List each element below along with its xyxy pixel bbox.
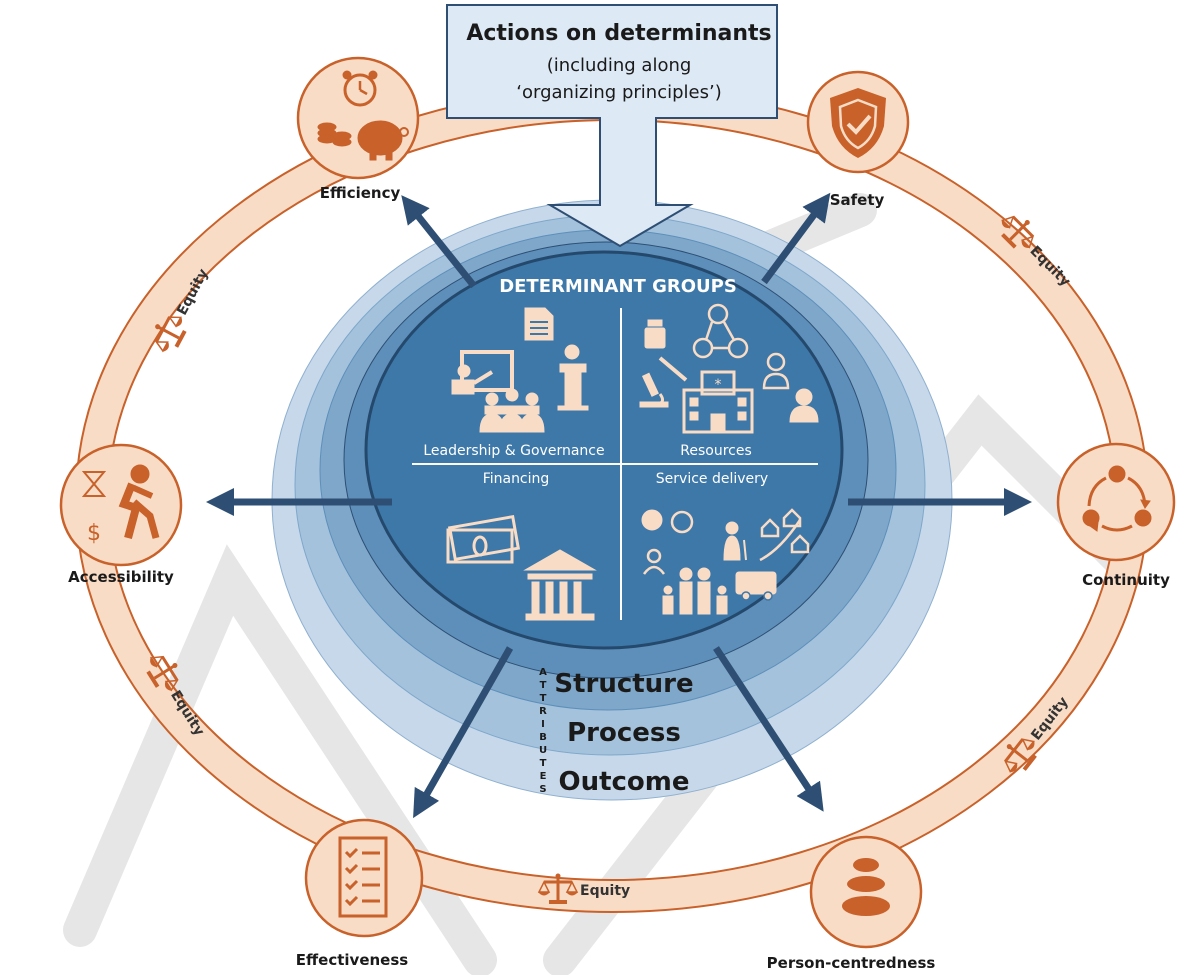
node-accessibility: $ [59, 443, 183, 567]
financing-icons [446, 514, 597, 621]
sick-person-icon [641, 509, 694, 534]
bank-building-icon [523, 549, 597, 621]
equity-label: Equity [580, 883, 630, 899]
svg-text:T: T [540, 693, 547, 704]
svg-text:$: $ [87, 521, 101, 546]
ambulance-icon [735, 571, 777, 601]
stacked-stones-icon [842, 858, 890, 916]
service-delivery-icons [641, 508, 810, 615]
node-effectiveness [304, 818, 424, 938]
node-continuity [1056, 442, 1176, 562]
outcome-label: Outcome [558, 767, 689, 797]
document-icon [524, 307, 554, 341]
effectiveness-label: Effectiveness [296, 951, 409, 969]
doctor-icon [789, 388, 819, 423]
checklist-icon [338, 836, 388, 918]
arrow-safety [761, 192, 831, 285]
continuity-label: Continuity [1082, 571, 1170, 589]
node-person-centredness [809, 835, 923, 949]
svg-text:T: T [540, 758, 547, 769]
shield-check-icon [830, 88, 886, 158]
efficiency-label: Efficiency [320, 184, 401, 202]
svg-text:E: E [540, 771, 547, 782]
arrows [206, 192, 1032, 819]
banknotes-icon [446, 514, 521, 564]
arrow-efficiency [401, 195, 477, 289]
arrow-person-centredness [713, 646, 824, 812]
svg-text:I: I [541, 719, 545, 730]
leadership-governance-label: Leadership & Governance [423, 443, 604, 459]
service-delivery-label: Service delivery [656, 471, 768, 487]
attributes-vertical-label: A T T R I B U T E S [539, 667, 547, 795]
network-people-icon [692, 303, 749, 359]
alarm-clock-coins-piggy-bank-icon [317, 70, 409, 161]
family-icon [662, 567, 728, 615]
medicine-bottle-icon [644, 319, 666, 349]
resources-icons: * [639, 303, 819, 434]
financing-label: Financing [483, 471, 550, 487]
circular-arrows-icon [1082, 465, 1152, 532]
safety-label: Safety [830, 191, 885, 209]
svg-text:R: R [539, 706, 547, 717]
arrow-effectiveness [413, 646, 514, 819]
leadership-icons [451, 307, 589, 433]
equity-marker-bottom: Equity [536, 872, 630, 906]
accessibility-label: Accessibility [68, 568, 174, 586]
node-safety [806, 70, 910, 174]
actions-on-determinants-box: Actions on determinants (including along… [446, 4, 778, 248]
node-efficiency [296, 56, 420, 180]
syringe-icon [658, 356, 688, 382]
hourglass-dollar-walking-person-icon: $ [81, 464, 160, 546]
resources-label: Resources [680, 443, 752, 459]
svg-text:A: A [539, 667, 547, 678]
baby-icon [642, 548, 666, 575]
actions-subtitle-line1: (including along [547, 55, 692, 76]
actions-subtitle-line2: ‘organizing principles’) [516, 82, 721, 103]
elderly-person-icon [723, 521, 747, 561]
process-label: Process [567, 718, 681, 748]
microscope-icon [639, 372, 669, 408]
person-centredness-label: Person-centredness [767, 954, 936, 972]
rural-houses-icon [759, 508, 810, 562]
determinant-groups-title: DETERMINANT GROUPS [499, 276, 737, 297]
svg-text:U: U [539, 745, 547, 756]
hospital-icon: * [682, 370, 754, 434]
svg-text:B: B [539, 732, 547, 743]
svg-text:S: S [539, 784, 546, 795]
actions-title: Actions on determinants [466, 21, 771, 46]
podium-speaker-icon [557, 344, 589, 411]
svg-text:*: * [715, 377, 722, 393]
equity-marker-lower-right: Equity [993, 694, 1072, 782]
meeting-table-icon [479, 388, 545, 433]
health-worker-icon [762, 352, 790, 390]
structure-label: Structure [554, 669, 693, 699]
svg-text:T: T [540, 680, 547, 691]
